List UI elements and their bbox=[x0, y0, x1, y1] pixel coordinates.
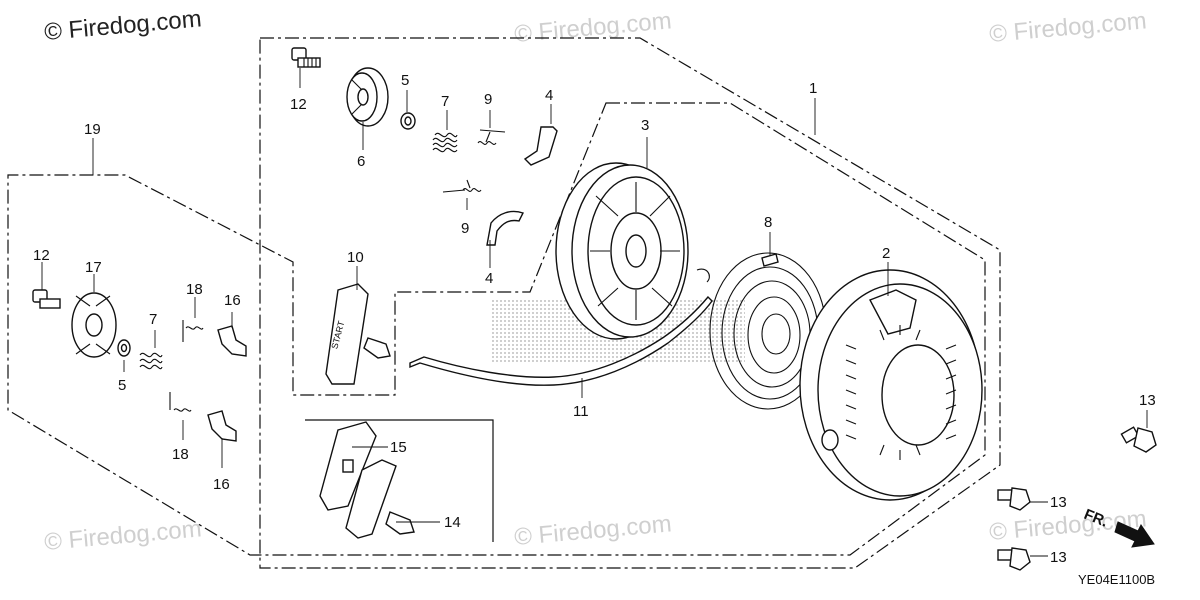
callout-2: 2 bbox=[882, 245, 890, 262]
callout-7-upper: 7 bbox=[441, 93, 449, 110]
callout-10: 10 bbox=[347, 249, 364, 266]
pawl-4-lower bbox=[486, 210, 524, 246]
pawl-4-upper bbox=[523, 126, 558, 166]
grip-kit-box bbox=[305, 419, 494, 542]
callout-13-right: 13 bbox=[1139, 392, 1156, 409]
pawl-spring-18-lower bbox=[169, 392, 192, 412]
pawl-16-upper bbox=[217, 325, 247, 357]
callout-3: 3 bbox=[641, 117, 649, 134]
flange-bolt-13-middle bbox=[997, 487, 1031, 511]
starter-grip-10: START bbox=[325, 283, 391, 385]
callout-15: 15 bbox=[390, 439, 407, 456]
ratchet-6 bbox=[346, 67, 389, 127]
washer-5-left bbox=[117, 339, 131, 357]
callout-6: 6 bbox=[357, 153, 365, 170]
flange-bolt-12-left bbox=[32, 289, 61, 309]
diagram-code: YE04E1100B bbox=[1078, 572, 1155, 587]
ratchet-17 bbox=[71, 292, 117, 358]
callout-12-left: 12 bbox=[33, 247, 50, 264]
starter-rope-11 bbox=[409, 295, 713, 386]
spring-7-upper bbox=[432, 132, 458, 153]
flange-bolt-13-right bbox=[1120, 426, 1157, 453]
watermark-faint-4: © Firedog.com bbox=[513, 510, 672, 551]
front-arrow-icon bbox=[1114, 521, 1155, 548]
callout-18-upper: 18 bbox=[186, 281, 203, 298]
callout-12-upper: 12 bbox=[290, 96, 307, 113]
watermark-faint-2: © Firedog.com bbox=[988, 7, 1147, 48]
callout-9-lower: 9 bbox=[461, 220, 469, 237]
callout-16-lower: 16 bbox=[213, 476, 230, 493]
washer-5-upper bbox=[400, 112, 416, 130]
recoil-reel-3 bbox=[555, 162, 710, 340]
callout-7-left: 7 bbox=[149, 311, 157, 328]
callout-13-middle: 13 bbox=[1050, 494, 1067, 511]
callout-17: 17 bbox=[85, 259, 102, 276]
callout-4-lower: 4 bbox=[485, 270, 493, 287]
leader-lines bbox=[41, 68, 1148, 557]
callout-19: 19 bbox=[84, 121, 101, 138]
callout-11: 11 bbox=[573, 403, 589, 420]
callout-18-lower: 18 bbox=[172, 446, 189, 463]
callout-13-lower: 13 bbox=[1050, 549, 1067, 566]
grip-14 bbox=[345, 459, 415, 539]
callout-4-upper: 4 bbox=[545, 87, 553, 104]
callout-5-upper: 5 bbox=[401, 72, 409, 89]
flange-bolt-13-lower bbox=[997, 547, 1031, 571]
grip-15 bbox=[319, 421, 377, 511]
callout-14: 14 bbox=[444, 514, 461, 531]
callout-1: 1 bbox=[809, 80, 817, 97]
spring-7-left bbox=[139, 352, 163, 370]
callout-16-upper: 16 bbox=[224, 292, 241, 309]
watermark-faint-1: © Firedog.com bbox=[513, 7, 672, 48]
starter-case-2 bbox=[799, 269, 983, 501]
pawl-spring-9-upper bbox=[477, 129, 506, 145]
callout-9-upper: 9 bbox=[484, 91, 492, 108]
callouts: 1 2 3 4 4 5 5 6 7 7 8 9 9 10 11 12 12 13… bbox=[33, 72, 1156, 566]
assembly-1-boundary bbox=[259, 37, 1001, 569]
callout-8: 8 bbox=[764, 214, 772, 231]
watermark-faint-3: © Firedog.com bbox=[43, 515, 202, 556]
pawl-16-lower bbox=[207, 410, 237, 442]
flange-bolt-12-upper bbox=[291, 47, 321, 68]
pawl-spring-9-lower bbox=[442, 179, 482, 193]
callout-5-left: 5 bbox=[118, 377, 126, 394]
watermark-top-left: © Firedog.com bbox=[43, 5, 202, 46]
pawl-spring-18-upper bbox=[182, 320, 204, 342]
assembly-3-boundary bbox=[7, 102, 986, 556]
